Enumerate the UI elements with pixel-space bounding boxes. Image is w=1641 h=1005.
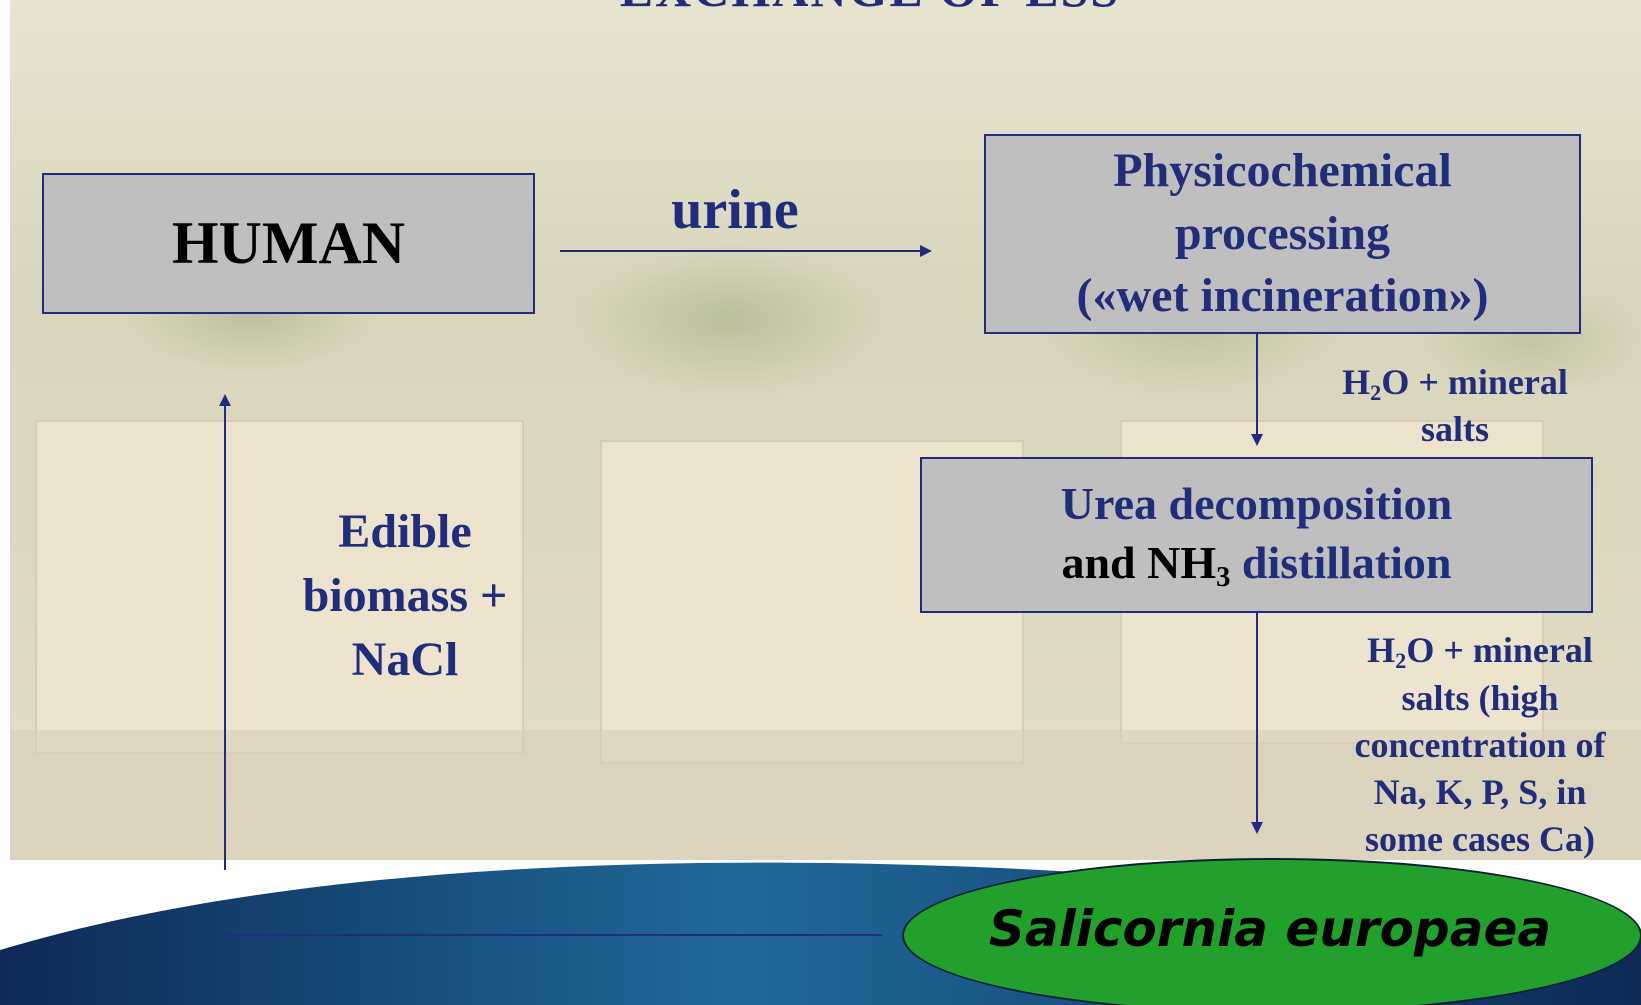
salicornia-label: Salicornia europaea	[960, 900, 1580, 958]
